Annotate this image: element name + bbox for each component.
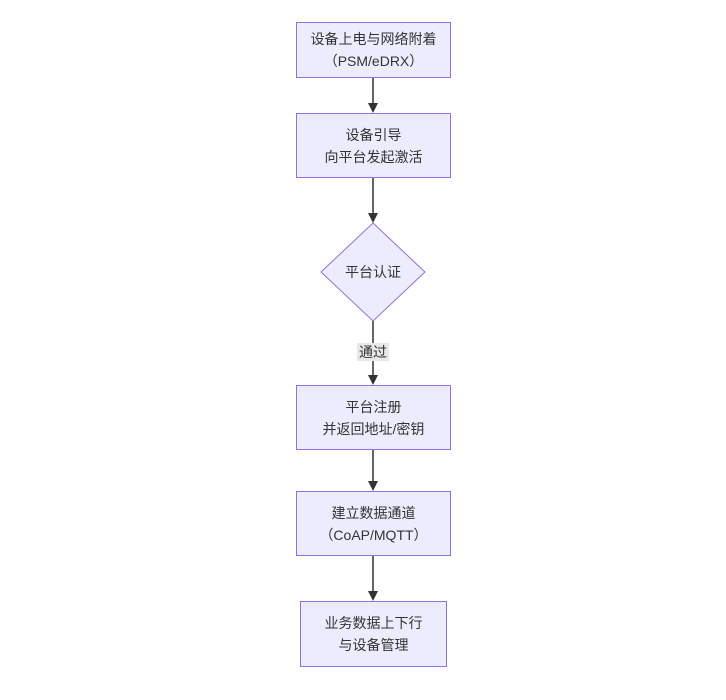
node-text-line: 设备上电与网络附着: [310, 31, 437, 47]
node-text-line: 设备引导: [345, 126, 402, 143]
arrow-register-to-channel: [368, 450, 378, 491]
node-business-data: 业务数据上下行 与设备管理: [300, 601, 447, 667]
node-text-line: （PSM/eDRX）: [323, 53, 424, 69]
node-text-line: 建立数据通道: [331, 504, 416, 521]
node-text-line: 与设备管理: [338, 637, 409, 653]
node-device-bootstrap: 设备引导 向平台发起激活: [296, 113, 451, 178]
node-text-line: 平台注册: [345, 398, 402, 415]
node-platform-register: 平台注册 并返回地址/密钥: [296, 385, 451, 450]
node-text-line: 向平台发起激活: [324, 148, 423, 165]
arrow-channel-to-business: [368, 556, 378, 601]
decision-platform-auth: 平台认证: [321, 252, 425, 292]
node-text-line: 平台认证: [345, 264, 401, 280]
node-data-channel: 建立数据通道 （CoAP/MQTT）: [296, 491, 451, 556]
arrow-boot-to-auth: [368, 178, 378, 223]
node-text-line: 并返回地址/密钥: [322, 420, 425, 437]
node-text-line: （CoAP/MQTT）: [319, 526, 428, 543]
edge-label-pass: 通过: [357, 343, 389, 361]
node-text-line: 业务数据上下行: [324, 615, 423, 631]
node-power-network-attach: 设备上电与网络附着 （PSM/eDRX）: [296, 22, 451, 78]
arrow-power-to-boot: [368, 78, 378, 113]
